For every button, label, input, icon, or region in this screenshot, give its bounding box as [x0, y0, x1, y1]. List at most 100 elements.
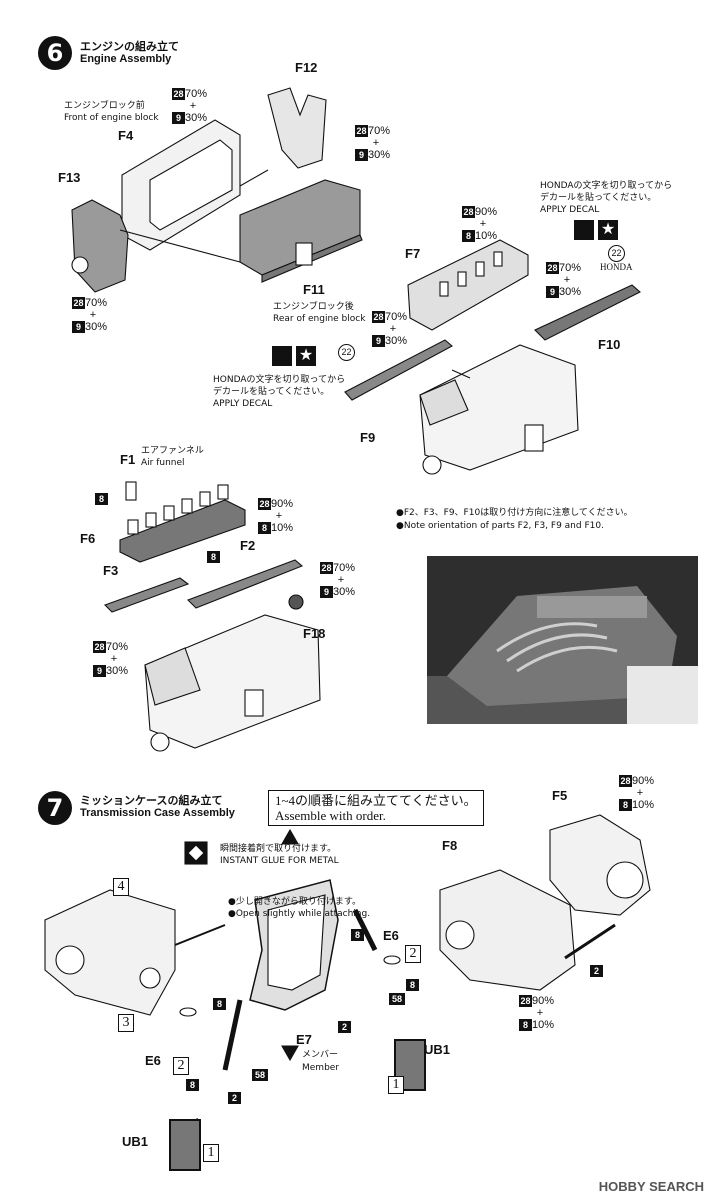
part-f9-shape [344, 339, 453, 401]
percent: 70% [385, 311, 408, 323]
part-f13-shape [71, 199, 129, 293]
code-2-b: 2 [228, 1089, 241, 1107]
label-e6-right: E6 [383, 928, 399, 943]
honda-decal-jp-1-right: HONDAの文字を切り取ってから [540, 181, 673, 191]
percent: 10% [632, 799, 655, 812]
step-6-title-en: Engine Assembly [80, 53, 172, 65]
color-code-9: 9 [172, 112, 185, 125]
label-f13: F13 [58, 170, 81, 185]
decal-number-left: 22 [338, 344, 355, 361]
transmission-assembly-drawing [44, 814, 651, 1171]
step-7-title-jp: ミッションケースの組み立て [80, 794, 223, 807]
percent: 10% [271, 522, 294, 535]
code-8: 8 [207, 550, 220, 563]
color-code-28: 28 [619, 775, 632, 788]
percent: 30% [85, 321, 108, 334]
label-f9: F9 [360, 430, 376, 445]
front-block-jp: エンジンブロック前 [64, 101, 145, 111]
label-f4: F4 [118, 128, 134, 143]
percent: 90% [532, 995, 555, 1007]
label-f2: F2 [240, 538, 256, 553]
decal-icon [272, 346, 292, 366]
air-funnel-jp: エアファンネル [141, 446, 204, 456]
color-code-28: 28 [355, 125, 368, 138]
percent: 90% [271, 498, 294, 510]
plus: + [337, 574, 345, 587]
orientation-note-en: ●Note orientation of parts F2, F3, F9 an… [396, 521, 604, 531]
color-code-8: 8 [519, 1019, 532, 1032]
part-f10-shape [534, 284, 641, 341]
percent: 70% [106, 641, 129, 653]
honda-decal-jp-2-right: デカールを貼ってください。 [540, 193, 657, 203]
open-slightly-jp: ●少し開きながら取り付けます。 [228, 897, 361, 907]
glue-note-en: INSTANT GLUE FOR METAL [220, 856, 339, 866]
reference-photo [427, 556, 698, 724]
plus: + [372, 137, 380, 150]
code-8: 8 [351, 928, 364, 941]
code-8: 8 [186, 1078, 199, 1091]
orientation-note-jp: ●F2、F3、F9、F10は取り付け方向に注意してください。 [396, 508, 633, 518]
decal-number-right: 22 [608, 245, 625, 262]
rear-block-en: Rear of engine block [273, 314, 366, 324]
percent: 70% [333, 562, 356, 574]
member-en: Member [302, 1063, 340, 1073]
code-2: 2 [228, 1091, 241, 1104]
honda-word-right: HONDA [600, 262, 633, 272]
color-code-28: 28 [320, 562, 333, 575]
assembly-order-box: 1~4の順番に組み立ててください。 Assemble with order. [268, 790, 484, 826]
color-code-8: 8 [619, 799, 632, 812]
honda-decal-jp-2-left: デカールを貼ってください。 [213, 387, 330, 397]
part-f2-shape [187, 559, 304, 609]
air-funnel-shape [125, 481, 137, 501]
code-2: 2 [338, 1020, 351, 1033]
percent: 90% [475, 206, 498, 218]
percent: 70% [559, 262, 582, 274]
color-code-28: 28 [372, 311, 385, 324]
decal-icon [574, 220, 594, 240]
label-f7: F7 [405, 246, 421, 261]
plus: + [536, 1007, 544, 1020]
step-6-number: 6 [38, 36, 72, 70]
code-2-a: 2 [338, 1018, 351, 1036]
color-code-9: 9 [546, 286, 559, 299]
code-58-b: 58 [252, 1066, 268, 1084]
glue-note-jp: 瞬間接着剤で取り付けます。 [220, 844, 337, 854]
part-f3-shape [103, 577, 190, 613]
label-f12: F12 [295, 60, 318, 75]
color-code-8: 8 [462, 230, 475, 243]
code-2: 2 [590, 964, 603, 977]
color-code-8: 8 [258, 522, 271, 535]
label-e7: E7 [296, 1032, 312, 1047]
percent: 90% [632, 775, 655, 787]
color-code-28: 28 [258, 498, 271, 511]
label-ub1-right: UB1 [424, 1042, 451, 1057]
watermark: HOBBY SEARCH [598, 1179, 704, 1194]
front-block-en: Front of engine block [64, 113, 159, 123]
percent: 30% [368, 149, 391, 162]
percent: 30% [185, 112, 208, 125]
color-code-9: 9 [355, 149, 368, 162]
open-slightly-en: ●Open slightly while attaching. [228, 909, 371, 919]
color-code-9: 9 [372, 335, 385, 348]
order-number-2-left: 2 [173, 1057, 189, 1075]
code-58: 58 [389, 992, 405, 1005]
plus: + [110, 653, 118, 666]
color-code-9: 9 [93, 665, 106, 678]
color-code-28: 28 [546, 262, 559, 275]
star-icon: ★ [598, 220, 618, 240]
step-7-title-en: Transmission Case Assembly [80, 807, 235, 819]
plus: + [636, 787, 644, 800]
rear-block-jp: エンジンブロック後 [273, 302, 354, 312]
code-8-c: 8 [213, 995, 226, 1013]
code-58-a: 58 [389, 990, 405, 1008]
code-8-f2: 8 [207, 548, 220, 566]
label-f3: F3 [103, 563, 119, 578]
percent: 30% [385, 335, 408, 348]
